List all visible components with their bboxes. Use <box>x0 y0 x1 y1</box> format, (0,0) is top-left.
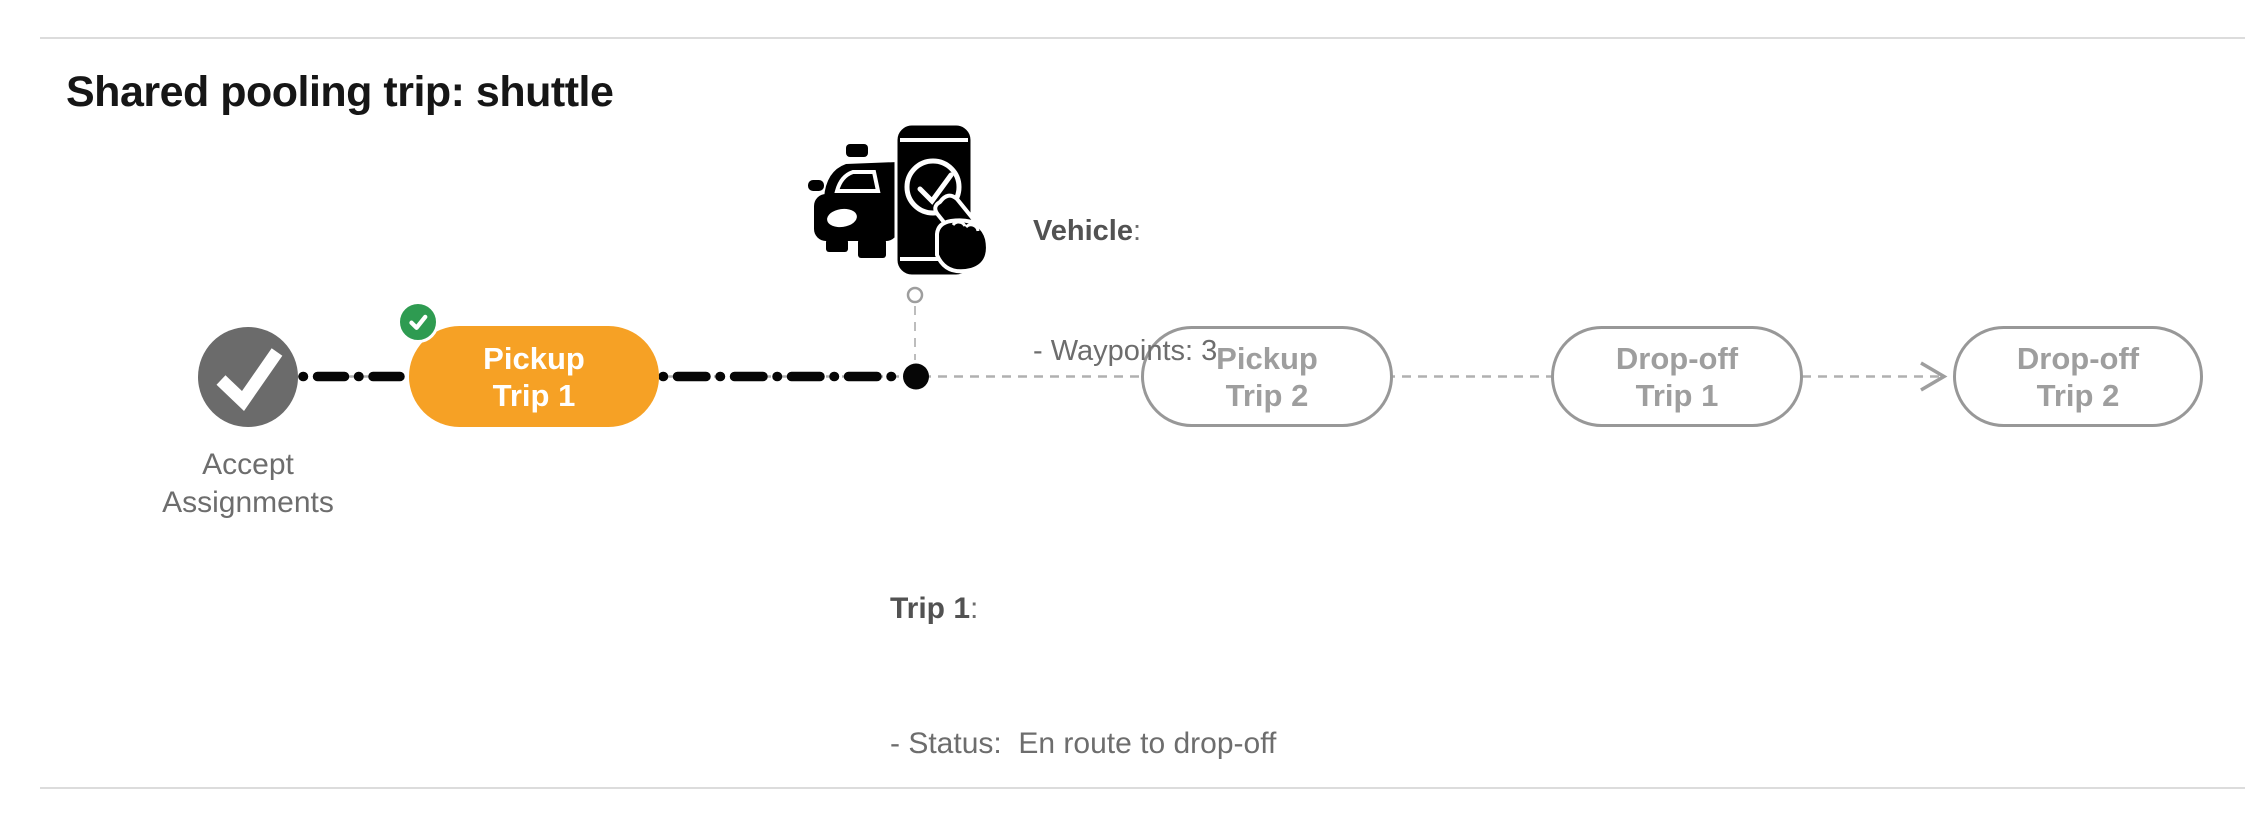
label-line: Accept <box>202 448 294 481</box>
accept-assignments-node <box>198 327 298 427</box>
label-line: Assignments <box>162 486 334 519</box>
step-pickup-trip-1: Pickup Trip 1 <box>409 326 659 427</box>
top-divider <box>40 37 2245 39</box>
step-label-line: Trip 2 <box>1225 377 1309 413</box>
step-dropoff-trip-2: Drop-off Trip 2 <box>1953 326 2203 427</box>
accept-assignments-label: Accept Assignments <box>98 446 398 522</box>
completed-check-badge <box>397 301 439 343</box>
bottom-divider <box>40 787 2245 789</box>
step-label-line: Pickup <box>483 340 585 376</box>
step-label-line: Drop-off <box>2016 340 2140 376</box>
arrowhead-icon <box>1920 361 1948 392</box>
trip-heading: Trip 1: <box>890 592 979 625</box>
step-pickup-trip-2: Pickup Trip 2 <box>1141 326 1393 427</box>
current-position-dot <box>903 363 929 390</box>
vehicle-heading: Vehicle: <box>1033 215 1142 247</box>
step-label-line: Trip 1 <box>492 377 576 413</box>
page-title: Shared pooling trip: shuttle <box>66 68 614 116</box>
vehicle-detail-line: - Waypoints: 3 <box>1033 335 1218 367</box>
node-circle <box>198 327 298 427</box>
step-label-line: Drop-off <box>1615 340 1739 376</box>
step-dropoff-trip-1: Drop-off Trip 1 <box>1551 326 1803 427</box>
trip-detail-line: - Status: En route to drop-off <box>890 727 1277 760</box>
step-label-line: Pickup <box>1216 340 1318 376</box>
check-icon <box>216 348 283 411</box>
vehicle-status-panel: Vehicle: - Waypoints: 3 <box>1033 131 1217 451</box>
step-label-line: Trip 2 <box>2036 377 2120 413</box>
step-label-line: Trip 1 <box>1635 377 1719 413</box>
vehicle-anchor-circle <box>906 286 924 304</box>
trip-status-panel: Trip 1: - Status: En route to drop-off -… <box>890 496 1276 825</box>
check-icon <box>409 314 428 330</box>
vehicle-check-in-icon <box>808 122 990 278</box>
